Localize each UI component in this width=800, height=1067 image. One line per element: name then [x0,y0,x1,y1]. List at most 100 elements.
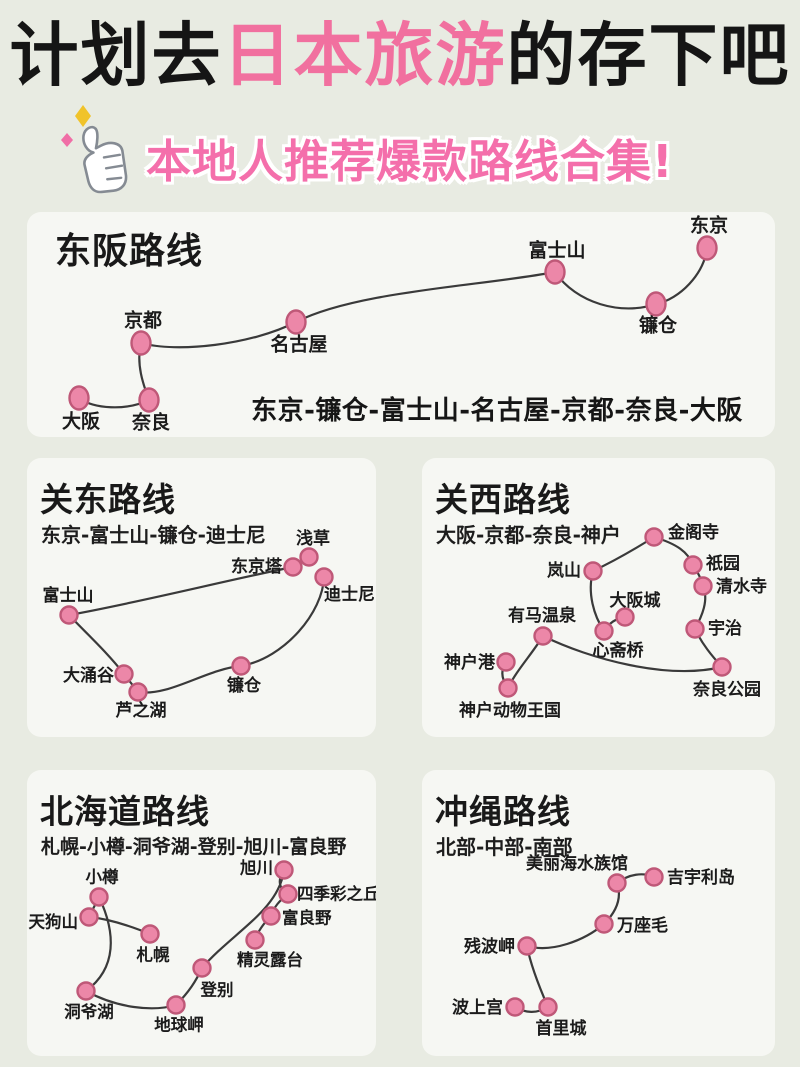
route-summary: 北部-中部-南部 [436,835,573,859]
route-node [496,652,516,672]
route-summary: 东京-镰仓-富士山-名古屋-京都-奈良-大阪 [251,396,743,426]
route-node [693,576,713,596]
route-node [615,607,635,627]
page-title-part-2: 的存下吧 [506,16,791,96]
route-node-label: 名古屋 [270,333,327,356]
route-node-label: 心斋桥 [593,640,645,661]
route-node-label: 镰仓 [639,314,678,337]
route-node [314,567,334,587]
route-node [231,656,251,676]
route-node-label: 精灵露台 [237,950,303,970]
route-node [278,884,298,904]
route-node [645,291,667,317]
route-node [114,664,134,684]
route-node-label: 迪士尼 [324,584,375,605]
route-node-label: 京都 [124,309,162,332]
card-kanto-route: 浅草东京塔迪士尼富士山大涌谷芦之湖镰仓 关东路线 东京-富士山-镰仓-迪士尼 [27,458,376,737]
route-node [685,619,705,639]
route-node-label: 小樽 [86,867,120,887]
route-node [299,547,319,567]
route-node-label: 残波岬 [464,936,515,957]
route-node [261,906,281,926]
route-node [166,995,186,1015]
card-title: 冲绳路线 [435,792,571,831]
route-node [583,561,603,581]
subtitle-row: 本地人推荐爆款路线合集! [54,104,674,196]
card-kansai-route: 金阁寺岚山 祇园清水寺大阪城心斋桥 宇治 有马温泉神户港神户动物王国 奈良公园 关西路线… [422,458,775,737]
route-node [79,907,99,927]
route-node-label: 金阁寺 [667,522,719,543]
route-node-label: 岚山 [547,560,581,581]
card-title: 关东路线 [40,480,176,519]
route-node [130,330,152,356]
route-node [594,914,614,934]
sparkle-diamond-yellow-icon [75,105,91,127]
route-node-label: 神户动物王国 [459,700,561,721]
route-node [68,385,90,411]
route-node-label: 清水寺 [716,576,767,597]
route-line [553,270,658,310]
route-line [139,320,298,349]
route-node [644,527,664,547]
route-node-label: 天狗山 [29,912,79,932]
route-node-label: 祇园 [705,553,740,574]
route-node-label: 浅草 [296,528,330,549]
card-tohan-route: 东京富士山镰仓名古屋 京都奈良 大阪 东阪路线 东京-镰仓-富士山-名古屋-京都-奈… [27,212,775,437]
route-node-label: 大阪城 [610,590,661,611]
hand-shape [82,125,128,194]
route-node [192,958,212,978]
page-subtitle: 本地人推荐爆款路线合集! [146,134,674,188]
route-node-label: 美丽海水族馆 [526,853,628,874]
route-node-label: 东京 [690,214,728,237]
route-summary: 大阪-京都-奈良-神户 [436,523,621,547]
route-node-label: 吉宇利岛 [667,867,735,888]
card-title: 关西路线 [435,480,571,519]
route-node [498,678,518,698]
sparkle-diamond-pink-icon [61,133,73,147]
route-node-label: 镰仓 [227,675,262,696]
route-node [538,997,558,1017]
route-node-label: 波上宫 [452,997,503,1018]
route-node [274,860,294,880]
route-node [607,873,627,893]
page-title: 计划去日本旅游的存下吧 [0,16,800,96]
route-node [712,657,732,677]
route-node [283,557,303,577]
route-node-label: 芦之湖 [116,700,167,721]
route-node-label: 奈良公园 [692,679,761,700]
route-node [138,387,160,413]
route-node-label: 大阪 [62,410,101,433]
card-title: 北海道路线 [40,792,210,831]
route-line [239,575,326,668]
route-node-label: 札幌 [136,945,171,965]
route-node-label: 奈良 [131,411,170,434]
thumbs-up-icon [54,104,140,196]
route-node-label: 万座毛 [616,915,668,936]
route-node [76,981,96,1001]
card-okinawa-route: 美丽海水族馆吉宇利岛万座毛残波岬波上宫首里城 冲绳路线 北部-中部-南部 [422,770,775,1056]
route-line [67,565,295,617]
route-node-label: 富士山 [528,239,585,262]
route-node-label: 宇治 [708,618,742,639]
route-node [544,259,566,285]
route-node-label: 神户港 [444,652,496,673]
route-node [533,626,553,646]
card-title: 东阪路线 [55,231,204,272]
route-node [140,924,160,944]
route-node [594,621,614,641]
route-node-label: 首里城 [536,1018,587,1039]
route-node [683,555,703,575]
route-node [59,605,79,625]
route-node-label: 富良野 [282,908,332,928]
route-node-label: 有马温泉 [508,605,577,626]
route-node-label: 旭川 [239,859,273,878]
route-node [644,867,664,887]
route-node-label: 登别 [200,980,234,1000]
route-node [505,997,525,1017]
route-node [696,235,718,261]
card-hokkaido-route: 小樽天狗山札幌旭川四季彩之丘富良野精灵露台登别地球岬洞爷湖 北海道路线 札幌-小… [27,770,376,1056]
route-line [541,634,724,673]
